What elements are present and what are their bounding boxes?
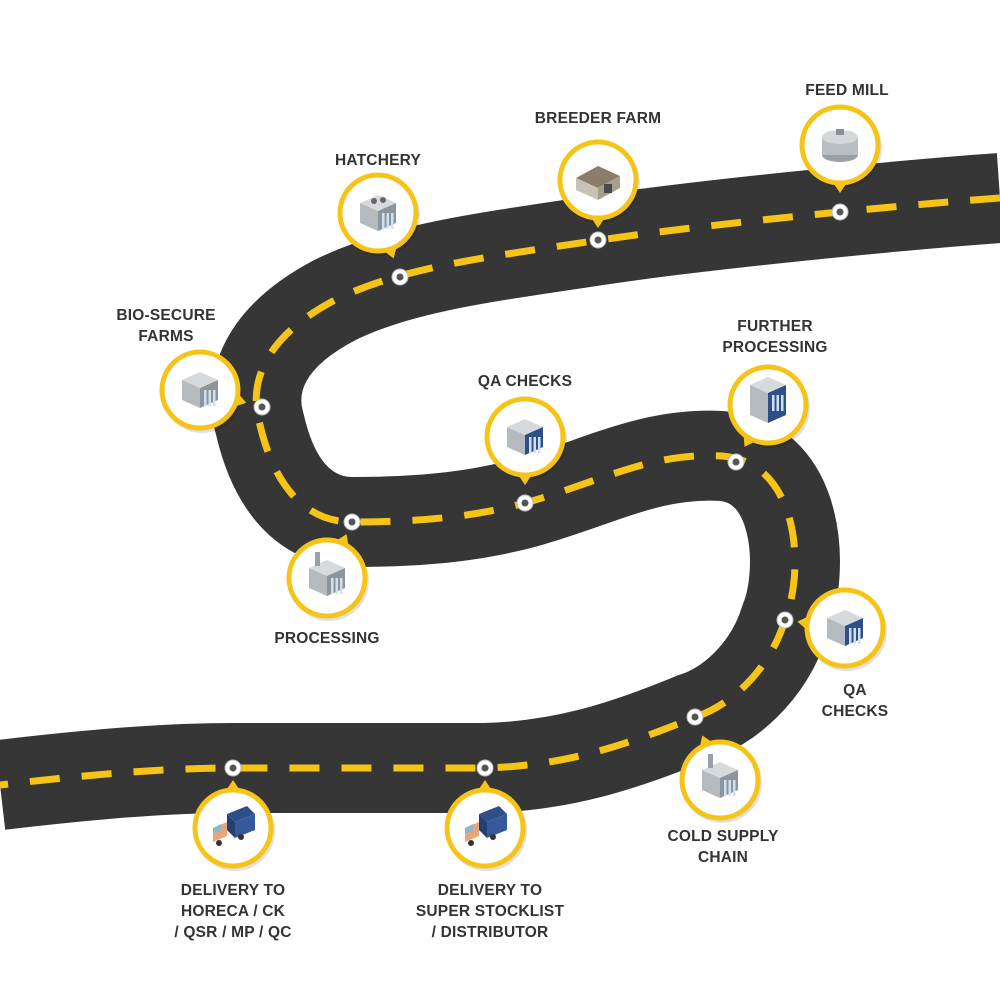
stop-delivery-super-stockist[interactable] <box>444 759 527 871</box>
stop-label-line: PROCESSING <box>274 630 380 647</box>
stop-label-breeder-farm: BREEDER FARM <box>535 108 661 129</box>
lab-building-icon <box>507 419 543 455</box>
stop-label-delivery-horeca: DELIVERY TO HORECA / CK / QSR / MP / QC <box>174 880 291 943</box>
stop-marker-dot <box>229 764 237 772</box>
barn-icon <box>576 166 620 200</box>
delivery-truck-icon <box>213 806 255 846</box>
stop-label-line: DELIVERY TO <box>437 882 543 899</box>
silo-icon <box>822 129 858 162</box>
stop-bio-secure-farms[interactable] <box>159 349 271 433</box>
stop-label-line: QA <box>843 682 867 699</box>
stop-label-line: FURTHER <box>737 318 813 335</box>
stop-marker-dot <box>348 518 356 526</box>
stop-marker-dot <box>594 236 602 244</box>
hatchery-building-icon <box>360 195 396 231</box>
stop-qa-checks-1[interactable] <box>484 396 567 512</box>
stop-label-line: FEED MILL <box>805 82 889 99</box>
stop-breeder-farm[interactable] <box>557 139 640 249</box>
stop-marker-dot <box>732 458 740 466</box>
stop-label-feed-mill: FEED MILL <box>805 80 889 101</box>
stop-label-cold-supply-chain: COLD SUPPLY CHAIN <box>667 826 778 868</box>
delivery-truck-icon <box>465 806 507 846</box>
office-tower-icon <box>750 377 786 423</box>
stop-label-line: QA CHECKS <box>477 373 573 390</box>
stop-label-line: / DISTRIBUTOR <box>431 924 549 941</box>
stop-label-further-processing: FURTHER PROCESSING <box>722 316 827 358</box>
stop-label-bio-secure-farms: BIO-SECURE FARMS <box>116 305 215 347</box>
warehouse-icon <box>702 754 738 798</box>
stop-label-line: HORECA / CK <box>180 903 286 920</box>
stop-marker-dot <box>258 403 266 411</box>
stop-qa-checks-2[interactable] <box>776 587 887 671</box>
stop-label-line: SUPER STOCKLIST <box>415 903 565 920</box>
road-center-dashes <box>0 194 1000 789</box>
stop-further-processing[interactable] <box>727 364 810 471</box>
stop-marker-dot <box>521 499 529 507</box>
stop-cold-supply-chain[interactable] <box>679 708 762 823</box>
stop-label-line: BREEDER FARM <box>534 110 662 127</box>
stop-marker-dot <box>396 273 404 281</box>
stop-label-qa-checks-2: QA CHECKS <box>822 680 889 722</box>
stop-label-processing: PROCESSING <box>274 628 379 649</box>
stop-hatchery[interactable] <box>337 172 420 286</box>
stop-label-qa-checks-1: QA CHECKS <box>478 371 572 392</box>
stop-marker-dot <box>691 713 699 721</box>
stop-label-line: BIO-SECURE <box>116 307 216 324</box>
stop-label-line: DELIVERY TO <box>180 882 286 899</box>
stop-label-line: PROCESSING <box>722 339 828 356</box>
stop-label-delivery-super-stockist: DELIVERY TO SUPER STOCKLIST / DISTRIBUTOR <box>416 880 564 943</box>
stop-label-line: FARMS <box>138 328 194 345</box>
stop-label-line: CHAIN <box>697 849 749 866</box>
stop-marker-dot <box>836 208 844 216</box>
stop-delivery-horeca[interactable] <box>192 759 275 871</box>
stop-label-line: CHECKS <box>821 703 889 720</box>
farm-buildings-icon <box>182 372 218 408</box>
lab-building-icon <box>827 610 863 646</box>
stop-label-line: HATCHERY <box>335 152 421 169</box>
stop-label-line: / QSR / MP / QC <box>174 924 292 941</box>
factory-icon <box>309 552 345 596</box>
stop-label-hatchery: HATCHERY <box>335 150 421 171</box>
stop-marker-dot <box>481 764 489 772</box>
stop-feed-mill[interactable] <box>799 104 882 221</box>
stop-processing[interactable] <box>286 513 369 621</box>
stop-label-line: COLD SUPPLY <box>667 828 779 845</box>
stop-marker-dot <box>781 616 789 624</box>
